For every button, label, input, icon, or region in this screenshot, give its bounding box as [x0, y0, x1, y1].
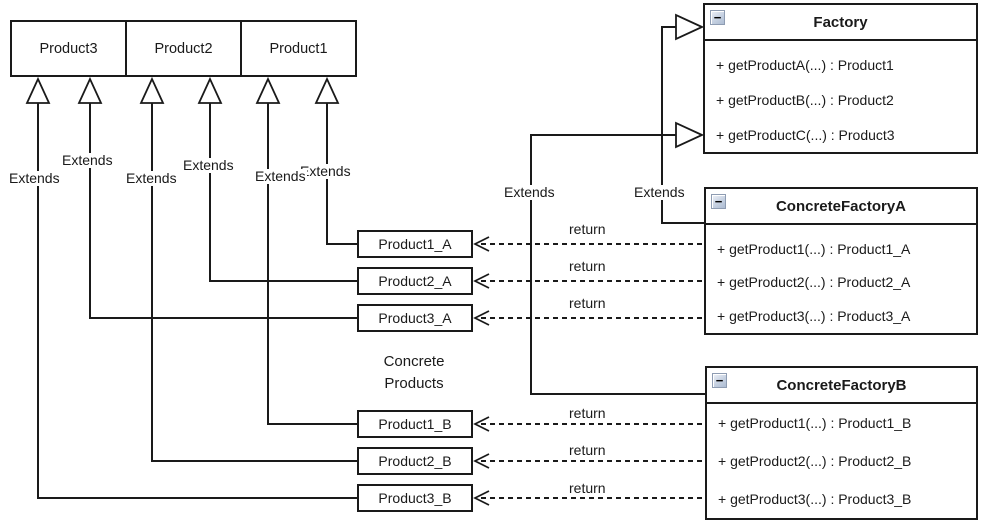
extends-label-factory-a: Extends [633, 184, 686, 200]
caption-line-2: Products [384, 375, 444, 392]
method: + getProduct3(...) : Product3_A [717, 308, 911, 325]
collapse-icon[interactable]: − [712, 373, 727, 388]
return-label-b1: return [568, 405, 607, 421]
class-product3-a: Product3_A [357, 304, 473, 332]
method: + getProductC(...) : Product3 [716, 126, 895, 143]
extends-line-factory-b [530, 134, 705, 395]
extends-label-6: Extends [299, 163, 352, 179]
factory-title: Factory [813, 13, 868, 31]
extends-label-3: Extends [125, 170, 178, 186]
concrete-factory-a-methods: + getProduct1(...) : Product1_A + getPro… [706, 225, 976, 333]
return-dashed-lines [481, 243, 704, 499]
class-product2-a: Product2_A [357, 267, 473, 295]
class-concrete-factory-b: − ConcreteFactoryB + getProduct1(...) : … [705, 366, 978, 520]
method: + getProduct1(...) : Product1_A [717, 240, 911, 257]
extends-line-product2b [151, 103, 357, 462]
method: + getProduct1(...) : Product1_B [718, 415, 912, 431]
class-product1-b: Product1_B [357, 410, 473, 438]
factory-title-bar: − Factory [705, 5, 976, 41]
class-product2-b: Product2_B [357, 447, 473, 475]
return-label-a2: return [568, 258, 607, 274]
caption-line-1: Concrete [383, 353, 445, 370]
extends-lines-factories [530, 26, 705, 395]
concrete-factory-a-title: ConcreteFactoryA [775, 197, 907, 215]
concrete-factory-b-methods: + getProduct1(...) : Product1_B + getPro… [707, 404, 976, 518]
concrete-factory-b-title: ConcreteFactoryB [776, 376, 907, 394]
extends-line-product3a [89, 103, 357, 319]
return-label-a3: return [568, 295, 607, 311]
extends-label-5: Extends [254, 168, 307, 184]
extends-label-4: Extends [182, 157, 235, 173]
generalization-arrowheads-right [675, 13, 705, 149]
abstract-products-box: Product3 Product2 Product1 [10, 20, 357, 77]
factory-methods: + getProductA(...) : Product1 + getProdu… [705, 41, 976, 152]
extends-line-product2a [209, 103, 357, 282]
class-product3-b: Product3_B [357, 484, 473, 512]
extends-label-1: Extends [8, 170, 61, 186]
class-product1-a: Product1_A [357, 230, 473, 258]
collapse-icon[interactable]: − [711, 194, 726, 209]
class-concrete-factory-a: − ConcreteFactoryA + getProduct1(...) : … [704, 187, 978, 335]
concrete-products-caption: Concrete Products [358, 351, 470, 395]
class-product2: Product2 [125, 22, 240, 75]
generalization-arrowheads-up [25, 76, 340, 104]
class-factory: − Factory + getProductA(...) : Product1 … [703, 3, 978, 154]
extends-label-factory-b: Extends [503, 184, 556, 200]
class-product1: Product1 [240, 22, 355, 75]
concrete-factory-a-title-bar: − ConcreteFactoryA [706, 189, 976, 225]
method: + getProductA(...) : Product1 [716, 57, 894, 74]
method: + getProduct3(...) : Product3_B [718, 491, 912, 507]
method: + getProduct2(...) : Product2_A [717, 274, 911, 291]
concrete-factory-b-title-bar: − ConcreteFactoryB [707, 368, 976, 404]
method: + getProduct2(...) : Product2_B [718, 453, 912, 469]
extends-line-product3b [37, 103, 357, 499]
extends-line-product1b [267, 103, 357, 425]
extends-label-2: Extends [61, 152, 114, 168]
class-product3: Product3 [39, 40, 98, 57]
collapse-icon[interactable]: − [710, 10, 725, 25]
return-label-b3: return [568, 480, 607, 496]
extends-line-product1a [326, 103, 357, 245]
return-label-b2: return [568, 442, 607, 458]
extends-line-factory-a [661, 26, 704, 224]
return-open-arrowheads [473, 236, 490, 506]
method: + getProductB(...) : Product2 [716, 91, 894, 108]
return-label-a1: return [568, 221, 607, 237]
